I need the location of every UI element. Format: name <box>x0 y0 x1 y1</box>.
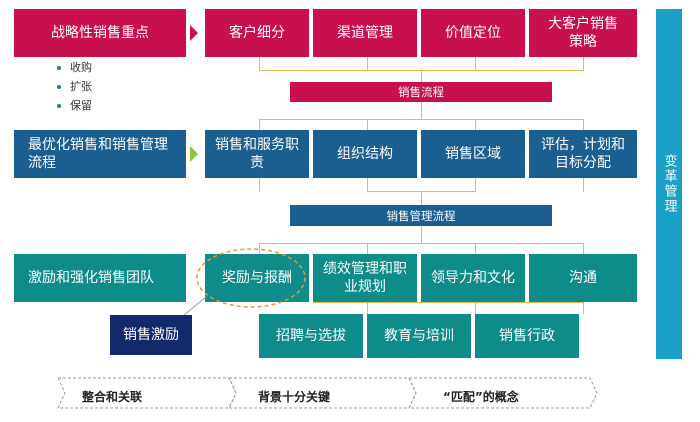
sales-service-duties-box: 销售和服务职 责 <box>205 130 309 178</box>
sales-process-bar: 销售流程 <box>290 82 552 102</box>
arrow-right-icon <box>190 146 198 162</box>
footer-item-integration: 整合和关联 <box>82 390 143 404</box>
evaluation-planning-box: 评估，计划和 目标分配 <box>529 130 637 178</box>
motivate-sales-team-box: 激励和强化销售团队 <box>14 254 186 302</box>
optimize-sales-process-box: 最优化销售和销售管理 流程 <box>14 130 186 178</box>
bullet-item: 收购 <box>57 59 92 75</box>
sales-incentive-callout: 销售激励 <box>110 315 192 355</box>
value-positioning-box: 价值定位 <box>421 9 525 57</box>
bullet-item: 扩张 <box>57 78 92 94</box>
performance-career-box: 绩效管理和职 业规划 <box>313 254 417 302</box>
sales-management-process-bar: 销售管理流程 <box>290 205 552 226</box>
communication-box: 沟通 <box>529 254 637 302</box>
footer-item-fit-concept: “匹配”的概念 <box>443 390 519 404</box>
recruitment-selection-box: 招聘与选拔 <box>259 314 363 358</box>
bullet-item: 保留 <box>57 97 92 113</box>
channel-management-box: 渠道管理 <box>313 9 417 57</box>
rewards-compensation-box: 奖励与报酬 <box>205 254 309 302</box>
key-account-strategy-box: 大客户销售 策略 <box>529 9 637 57</box>
footer-item-context: 背景十分关键 <box>258 390 331 404</box>
sales-admin-box: 销售行政 <box>475 314 579 358</box>
customer-segmentation-box: 客户细分 <box>205 9 309 57</box>
arrow-right-icon <box>190 25 198 41</box>
leadership-culture-box: 领导力和文化 <box>421 254 525 302</box>
strategic-sales-focus-box: 战略性销售重点 <box>14 9 186 57</box>
org-structure-box: 组织结构 <box>313 130 417 178</box>
change-management-side-bar: 变革管理 <box>656 9 682 359</box>
education-training-box: 教育与培训 <box>367 314 471 358</box>
arrow-right-icon <box>190 270 198 286</box>
sales-territory-box: 销售区域 <box>421 130 525 178</box>
